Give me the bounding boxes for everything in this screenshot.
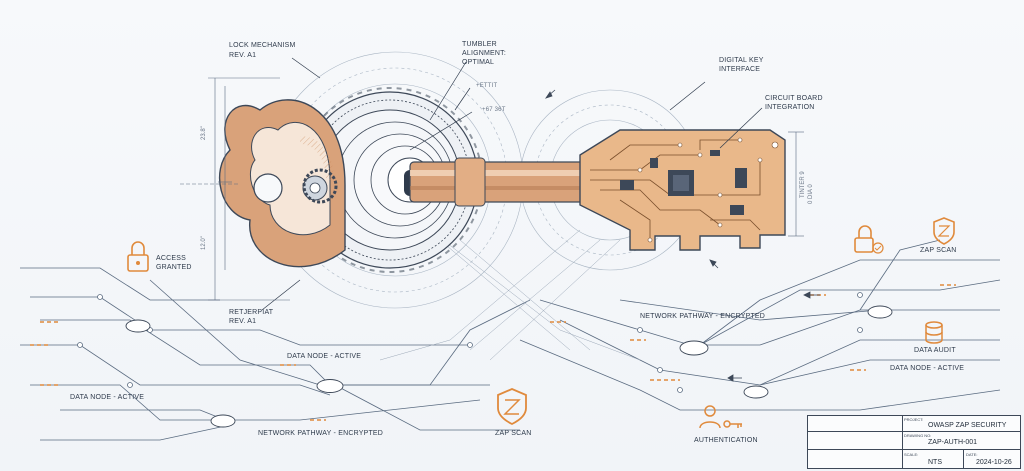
label-digital-key-2: INTERFACE bbox=[719, 66, 761, 73]
label-authentication: AUTHENTICATION bbox=[694, 437, 758, 444]
circuit-board-key bbox=[579, 129, 786, 251]
label-network-pathway-top: NETWORK PATHWAY - ENCRYPTED bbox=[640, 313, 766, 320]
crossing-lines bbox=[379, 229, 641, 361]
project-caption: PROJECT: bbox=[904, 417, 924, 422]
padlock-check-icon bbox=[854, 225, 884, 254]
network-nodes bbox=[77, 292, 863, 393]
label-zap-scan-center: ZAP SCAN bbox=[495, 430, 532, 437]
label-retj-rev: REV. A1 bbox=[229, 318, 257, 325]
padlock-check-icon bbox=[127, 241, 149, 272]
label-tumbler-3: OPTIMAL bbox=[462, 59, 495, 66]
title-block-project-row: PROJECT: OWASP ZAP SECURITY bbox=[808, 416, 1020, 432]
label-retjerpiat: RETJERPIAT bbox=[229, 309, 274, 316]
scale-value: NTS bbox=[928, 459, 942, 466]
date-value: 2024-10-26 bbox=[976, 459, 1012, 466]
date-caption: DATE: bbox=[966, 452, 978, 457]
shield-z-icon bbox=[933, 217, 955, 245]
network-lines-left bbox=[20, 267, 531, 441]
label-data-audit: DATA AUDIT bbox=[914, 347, 956, 354]
title-block-divider-2 bbox=[963, 450, 964, 468]
label-lock-mechanism: LOCK MECHANISM bbox=[229, 42, 296, 49]
project-value: OWASP ZAP SECURITY bbox=[928, 422, 1007, 429]
network-lines-right bbox=[519, 239, 1001, 411]
key-bow bbox=[218, 99, 346, 268]
label-tick-plus: +67 36T bbox=[482, 107, 506, 113]
title-block: PROJECT: OWASP ZAP SECURITY DRAWING NO: … bbox=[807, 415, 1021, 469]
key-shaft bbox=[409, 157, 601, 207]
label-tick-top: +ETTIT bbox=[476, 83, 498, 89]
drawing-value: ZAP-AUTH-001 bbox=[928, 439, 978, 446]
label-zap-scan-right: ZAP SCAN bbox=[920, 247, 957, 254]
label-data-node-active-right: DATA NODE - ACTIVE bbox=[890, 365, 965, 372]
drawing-caption: DRAWING NO: bbox=[904, 433, 932, 438]
leader-lines bbox=[261, 57, 763, 311]
dimension-right-1: TINTER 9 bbox=[800, 171, 806, 198]
label-access-2: GRANTED bbox=[156, 264, 192, 271]
label-lock-rev: REV. A1 bbox=[229, 52, 257, 59]
label-digital-key-1: DIGITAL KEY bbox=[719, 57, 764, 64]
label-access-1: ACCESS bbox=[156, 255, 186, 262]
label-tumbler-1: TUMBLER bbox=[462, 41, 497, 48]
label-tumbler-2: ALIGNMENT: bbox=[462, 50, 507, 57]
lock-mechanism bbox=[297, 87, 483, 273]
title-block-divider bbox=[902, 416, 903, 468]
label-network-pathway-bottom: NETWORK PATHWAY - ENCRYPTED bbox=[258, 430, 384, 437]
label-circuit-2: INTEGRATION bbox=[765, 104, 815, 111]
database-icon bbox=[925, 321, 943, 344]
arrow-marks bbox=[545, 89, 820, 382]
dimension-left-upper: 23.8" bbox=[201, 126, 207, 140]
accent-dashes bbox=[30, 284, 956, 421]
label-circuit-1: CIRCUIT BOARD bbox=[765, 95, 823, 102]
label-data-node-active-left: DATA NODE - ACTIVE bbox=[70, 394, 145, 401]
dimension-lines bbox=[180, 77, 804, 301]
scale-caption: SCALE: bbox=[904, 452, 919, 457]
dimension-left-lower: 12.0" bbox=[201, 236, 207, 250]
dimension-right-2: 0 DIA 0 bbox=[808, 184, 814, 204]
label-data-node-active-center: DATA NODE - ACTIVE bbox=[287, 353, 362, 360]
title-block-drawing-row: DRAWING NO: ZAP-AUTH-001 bbox=[808, 432, 1020, 450]
router-icon bbox=[125, 305, 893, 428]
user-key-icon bbox=[699, 405, 742, 429]
shield-z-icon bbox=[497, 388, 527, 426]
gear-icon bbox=[302, 168, 338, 204]
